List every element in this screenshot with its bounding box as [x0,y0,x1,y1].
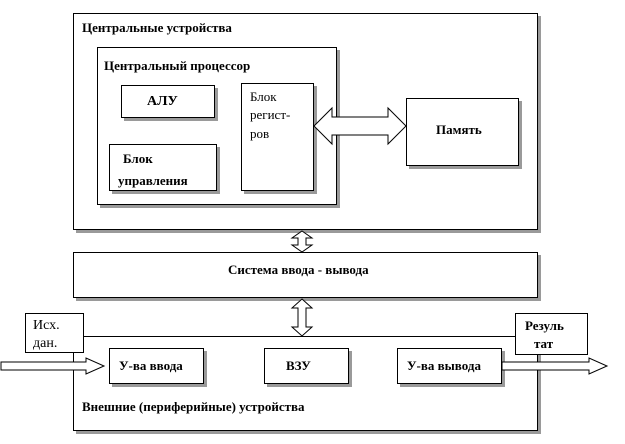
source-data-box [25,313,84,353]
input-device-block [109,348,204,384]
alu-block [121,85,215,118]
registers-label-line1: Блок [250,89,277,104]
output-device-label: У-ва вывода [407,358,481,373]
control-unit-label-line2: управления [118,173,188,188]
storage-block [264,348,349,384]
central-io-arrow [290,230,314,253]
alu-label: АЛУ [147,94,178,109]
external-devices-title: Внешние (периферийные) устройства [82,399,305,414]
registers-block [241,83,314,191]
source-data-label-line1: Исх. [33,318,60,333]
registers-memory-arrow [313,106,407,146]
input-arrow [0,357,106,375]
cpu-title: Центральный процессор [104,58,251,73]
memory-label: Память [436,122,482,137]
central-devices-title: Центральные устройства [82,20,232,35]
control-unit-label-line1: Блок [123,151,153,166]
io-external-arrow [290,298,314,337]
registers-label-line2: регист- [250,107,291,122]
output-arrow [501,357,609,375]
io-system-block [73,252,538,298]
result-box [515,313,588,355]
control-unit-block [109,144,217,191]
input-device-label: У-ва ввода [119,358,183,373]
source-data-label-line2: дан. [33,336,58,351]
result-label-line2: тат [534,336,554,351]
io-system-label: Система ввода - вывода [228,262,369,277]
memory-block [406,98,519,166]
registers-label-line3: ров [250,126,270,141]
result-label-line1: Резуль [525,318,564,333]
output-device-block [397,348,502,384]
storage-label: ВЗУ [286,358,311,373]
